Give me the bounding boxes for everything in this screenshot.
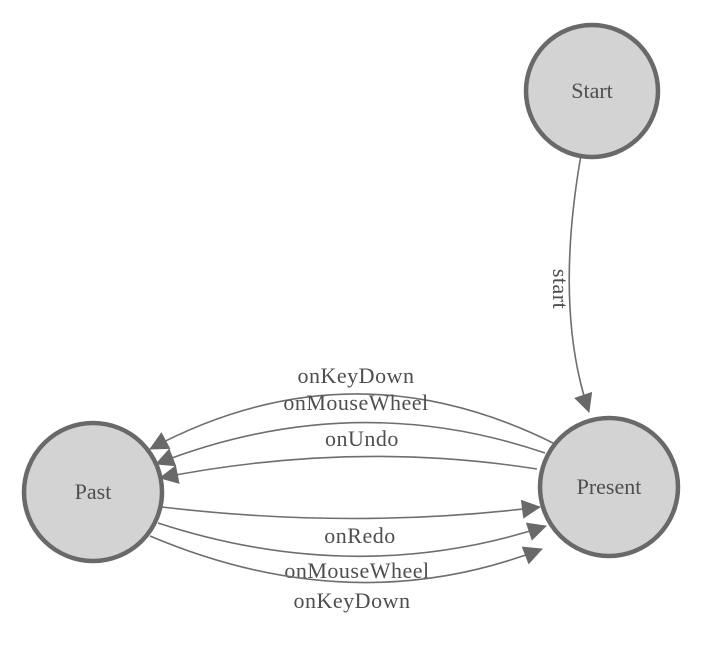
state-node-past-label: Past <box>75 479 112 504</box>
state-node-start: Start <box>523 22 661 160</box>
state-node-start-circle <box>523 22 661 160</box>
edge-past-to-present-onmousewheel <box>157 522 547 558</box>
edge-present-to-past-onkeydown <box>149 393 554 450</box>
state-node-start-label: Start <box>571 78 613 103</box>
state-node-past: Past <box>21 420 165 564</box>
edge-label-onmousewheel-top: onMouseWheel <box>283 390 428 415</box>
state-node-present: Present <box>537 415 681 559</box>
edge-label-onundo: onUndo <box>325 426 399 451</box>
edge-present-to-past-onmousewheel <box>155 421 546 467</box>
edge-label-onredo: onRedo <box>324 523 395 548</box>
edge-label-onkeydown-top: onKeyDown <box>298 363 415 388</box>
edge-past-to-present-onkeydown <box>149 535 543 584</box>
edge-present-to-past-onundo <box>159 455 538 484</box>
edge-label-start: start <box>548 269 573 309</box>
state-node-present-circle <box>537 415 681 559</box>
edge-start-to-present <box>568 154 593 413</box>
edge-past-to-present-onredo <box>161 499 541 520</box>
state-node-past-circle <box>21 420 165 564</box>
state-node-present-label: Present <box>577 474 642 499</box>
edge-label-onkeydown-bottom: onKeyDown <box>294 588 411 613</box>
